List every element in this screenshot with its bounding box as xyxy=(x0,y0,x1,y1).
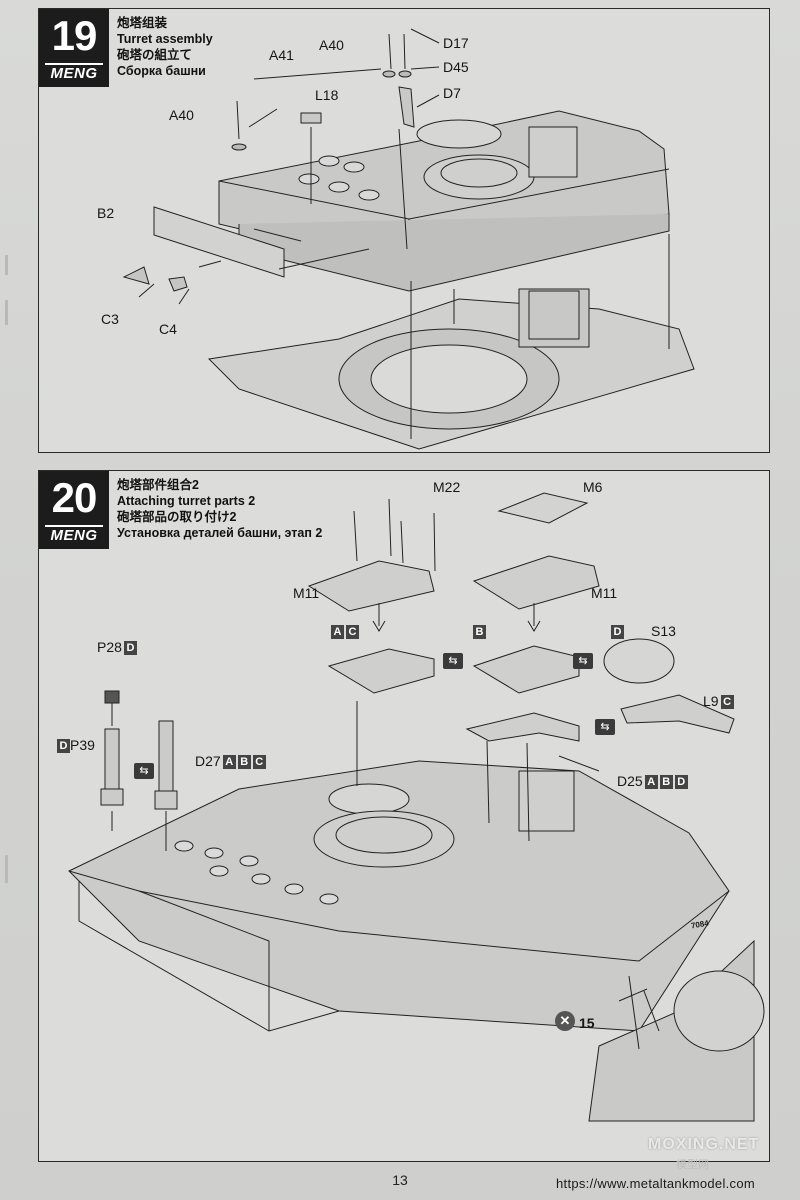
binding-mark xyxy=(5,255,8,275)
variant-tag: A xyxy=(331,625,344,639)
turret-parts-drawing xyxy=(68,492,765,1122)
watermark-sub: 模型网 xyxy=(676,1159,709,1171)
part-label-a40: A40 xyxy=(319,37,344,53)
swap-icon: ⇆ xyxy=(595,719,615,735)
part-label-d17: D17 xyxy=(443,35,469,51)
part-label-x15: 15 xyxy=(579,1015,595,1031)
brand-logo: MENG xyxy=(45,525,103,545)
part-label-m11: M11 xyxy=(293,585,320,601)
step-title: 炮塔组装 Turret assembly 砲塔の組立て Сборка башни xyxy=(117,15,213,79)
title-en: Attaching turret parts 2 xyxy=(117,494,256,508)
part-label-d7: D7 xyxy=(443,85,461,101)
variant-tag: A xyxy=(644,775,658,789)
part-label-c3: C3 xyxy=(101,311,119,327)
step-20-panel: 20 MENG 炮塔部件组合2 Attaching turret parts 2… xyxy=(38,470,770,1162)
variant-tags-b: B xyxy=(471,623,486,639)
variant-tag: C xyxy=(252,755,266,769)
step-number: 19 xyxy=(51,12,98,59)
title-jp: 砲塔部品の取り付け2 xyxy=(117,510,237,524)
title-ru: Сборка башни xyxy=(117,64,206,78)
variant-tag: D xyxy=(611,625,624,639)
title-ru: Установка деталей башни, этап 2 xyxy=(117,526,323,540)
variant-tag: D xyxy=(57,739,70,753)
binding-mark xyxy=(5,300,8,325)
part-label-text: P39 xyxy=(70,737,95,753)
variant-tag: B xyxy=(473,625,486,639)
variant-tag: A xyxy=(222,755,236,769)
swap-icon: ⇆ xyxy=(134,763,154,779)
title-cn: 炮塔组装 xyxy=(117,16,168,30)
part-label-text: D25 xyxy=(617,773,643,789)
site-url[interactable]: https://www.metaltankmodel.com xyxy=(556,1176,756,1191)
turret-assembly-drawing xyxy=(122,28,695,450)
title-jp: 砲塔の組立て xyxy=(117,48,193,62)
swap-icon: ⇆ xyxy=(443,653,463,669)
part-label-b2: B2 xyxy=(97,205,115,221)
variant-tag: B xyxy=(237,755,251,769)
part-label-c4: C4 xyxy=(159,321,177,337)
brand-logo: MENG xyxy=(45,63,103,83)
step-title: 炮塔部件组合2 Attaching turret parts 2 砲塔部品の取り… xyxy=(117,477,322,541)
part-label-m22: M22 xyxy=(433,479,461,495)
part-label-text: D27 xyxy=(195,753,221,769)
binding-mark xyxy=(5,855,8,883)
variant-tags-d: D xyxy=(609,623,624,639)
variant-tag: D xyxy=(123,641,137,655)
title-en: Turret assembly xyxy=(117,32,213,46)
watermark: MOXING.NET xyxy=(648,1136,760,1153)
variant-tag: C xyxy=(720,695,734,709)
variant-tag: C xyxy=(346,625,359,639)
part-label-text: P28 xyxy=(97,639,122,655)
part-label-a41: A41 xyxy=(269,47,294,63)
step-badge: 19 MENG xyxy=(39,9,109,87)
step-number: 20 xyxy=(51,474,98,521)
step-badge: 20 MENG xyxy=(39,471,109,549)
step-19-panel: 19 MENG 炮塔组装 Turret assembly 砲塔の組立て Сбор… xyxy=(38,8,770,453)
part-label-l18: L18 xyxy=(315,87,339,103)
variant-tag: B xyxy=(659,775,673,789)
hull-marking: 7084 xyxy=(690,918,710,931)
part-label-a40: A40 xyxy=(169,107,194,123)
page-number: 13 xyxy=(392,1172,408,1188)
cut-icon: ✕ xyxy=(555,1011,575,1031)
part-label-text: L9 xyxy=(703,693,719,709)
variant-tag: D xyxy=(674,775,688,789)
part-label-s13: S13 xyxy=(651,623,676,639)
part-label-d45: D45 xyxy=(443,59,469,75)
title-cn: 炮塔部件组合2 xyxy=(117,478,199,492)
swap-icon: ⇆ xyxy=(573,653,593,669)
part-label-m6: M6 xyxy=(583,479,603,495)
part-label-m11: M11 xyxy=(591,585,618,601)
